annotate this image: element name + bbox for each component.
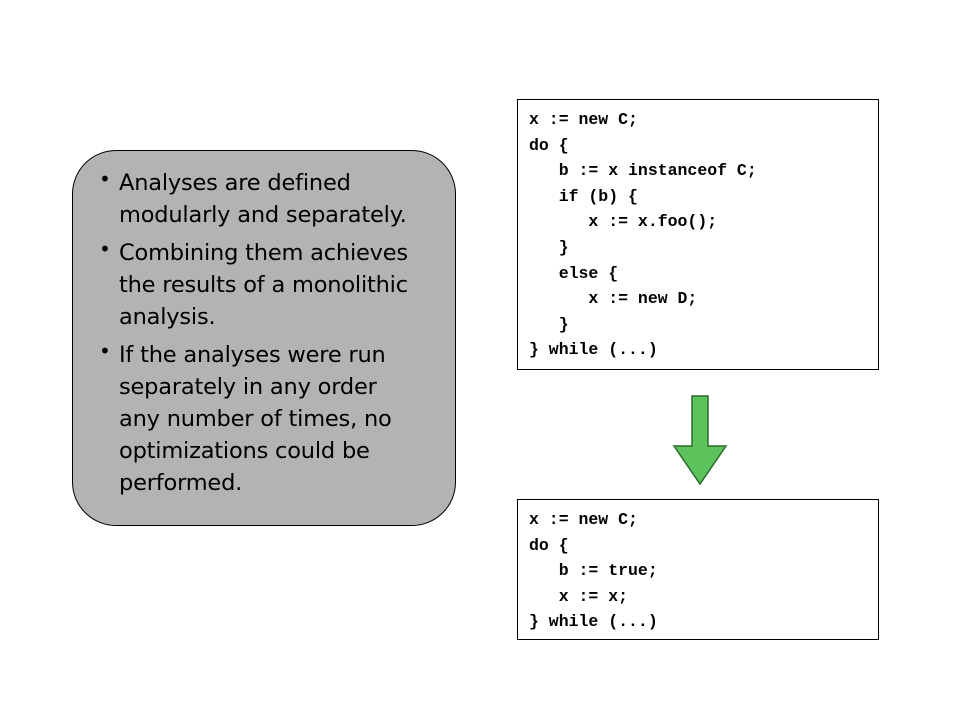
bullet-dot-icon: •	[99, 237, 111, 261]
code-line: x := x.foo();	[529, 212, 718, 232]
code-line: do {	[529, 535, 569, 555]
code-line: x := x;	[529, 586, 629, 606]
arrow-down-icon	[672, 395, 728, 486]
code-line: b := true;	[529, 561, 658, 581]
code-line: x := new C;	[529, 510, 638, 529]
bullet-item: • Combining them achieves the results of…	[73, 237, 409, 333]
code-before-box: x := new C; do { b := x instanceof C; if…	[517, 99, 879, 370]
bullet-dot-icon: •	[99, 167, 111, 191]
code-line: } while (...)	[529, 612, 658, 632]
code-line: if (b) {	[529, 186, 638, 206]
code-before-lines: x := new C; do { b := x instanceof C; if…	[529, 107, 757, 363]
code-after-lines: x := new C; do { b := true; x := x; } wh…	[529, 507, 658, 635]
code-line: } while (...)	[529, 340, 658, 360]
code-line: }	[529, 314, 569, 334]
code-line: else {	[529, 263, 619, 283]
arrow-down-shape	[672, 395, 728, 486]
bullet-text: If the analyses were run separately in a…	[119, 342, 392, 496]
code-line: x := new D;	[529, 289, 698, 309]
code-line: do {	[529, 135, 569, 155]
bullet-list: • Analyses are defined modularly and sep…	[73, 167, 409, 505]
bullet-text: Analyses are defined modularly and separ…	[119, 170, 407, 228]
code-after-box: x := new C; do { b := true; x := x; } wh…	[517, 499, 879, 640]
bullet-item: • Analyses are defined modularly and sep…	[73, 167, 409, 231]
bullet-box: • Analyses are defined modularly and sep…	[72, 150, 456, 526]
bullet-text: Combining them achieves the results of a…	[119, 240, 408, 330]
bullet-item: • If the analyses were run separately in…	[73, 339, 409, 499]
bullet-dot-icon: •	[99, 339, 111, 363]
code-line: b := x instanceof C;	[529, 161, 757, 181]
code-line: }	[529, 237, 569, 257]
code-line: x := new C;	[529, 110, 638, 129]
